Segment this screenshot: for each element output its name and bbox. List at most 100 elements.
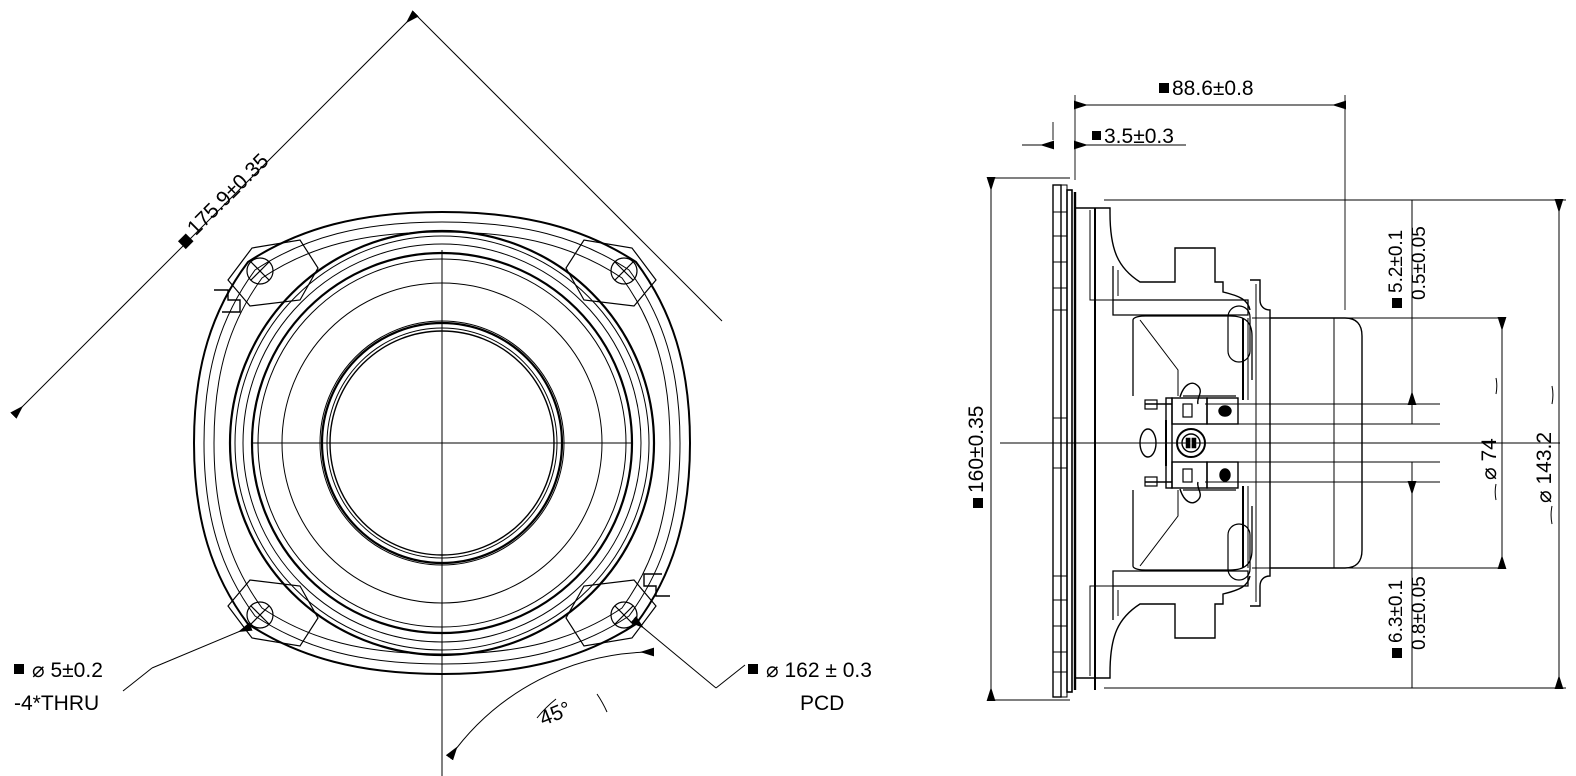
basket-lower-inner — [1089, 585, 1113, 676]
pole-boss-outer — [1176, 428, 1206, 458]
pcd-leader-line — [630, 615, 717, 689]
pcd-sublabel: PCD — [800, 692, 844, 715]
pcd-label: ⌀ 162 ± 0.3 — [766, 659, 872, 682]
mounting-hole-circle — [246, 601, 274, 629]
pcd-label-group: ⌀ 162 ± 0.3 PCD — [748, 659, 872, 715]
side-view: 88.6±0.8 3.5±0.3 160±0.35 5.2±0.1 — [965, 77, 1566, 701]
angle-dimension — [445, 647, 655, 761]
hole-cross-b — [614, 261, 634, 281]
mounting-boss-bottom-left — [227, 579, 319, 647]
mounting-hole-label-group: ⌀ 5±0.2 -4*THRU — [14, 659, 103, 715]
dim-square-marker — [1392, 298, 1402, 308]
gasket-outer-circle — [228, 229, 656, 657]
basket-diameter-dimension — [1550, 199, 1564, 689]
mounting-flange — [1052, 184, 1077, 698]
pole-piece-boss — [1176, 428, 1206, 458]
mounting-boss-bottom-right — [565, 573, 670, 647]
dustcap-circle — [329, 330, 555, 556]
cone-lower-wall — [1132, 506, 1253, 571]
upper-terminal-label: 5.2±0.1 — [1386, 230, 1407, 293]
gasket-inner-circle — [234, 235, 650, 651]
terminal-lower-pin — [1182, 468, 1193, 483]
paren-top — [1551, 385, 1554, 405]
lower-terminal-width-label-group: 0.8±0.05 — [1409, 576, 1430, 650]
dim-square-marker — [1159, 83, 1169, 93]
diagonal-dim-line-left — [10, 10, 419, 419]
basket-diameter-label-group: ⌀ 143.2 — [1533, 432, 1556, 503]
vent-slot-lower — [1227, 523, 1251, 581]
pole-boss-inner — [1181, 433, 1201, 453]
vent-hole — [1139, 428, 1157, 458]
cone-mid-circle — [319, 320, 565, 566]
hole-leader-line — [151, 622, 253, 669]
cone-upper-wall — [1132, 315, 1253, 380]
flange-notches — [1053, 211, 1067, 673]
surround-roll-circle — [250, 251, 634, 635]
flange-plate-inner — [1066, 189, 1073, 693]
lower-terminal-label: 6.3±0.1 — [1386, 580, 1407, 643]
basket-upper-profile — [1075, 207, 1251, 311]
terminal-upper-eyelet — [1218, 405, 1232, 417]
mounting-hole-label: ⌀ 5±0.2 — [32, 659, 103, 682]
vent-slot-upper — [1227, 305, 1251, 363]
upper-terminal-width-label-group: 0.5±0.05 — [1409, 226, 1430, 300]
lower-terminal-label-group: 6.3±0.1 — [1386, 580, 1407, 658]
diagonal-dimension-label: 175.9±0.35 — [183, 149, 273, 239]
cone-rings — [228, 229, 656, 657]
surround-outer-circle — [242, 243, 642, 643]
dim-square-marker — [14, 664, 24, 674]
mounting-hole-circle — [610, 257, 638, 285]
angle-label-bracket-right — [596, 693, 608, 713]
upper-terminal-label-group: 5.2±0.1 — [1386, 230, 1407, 308]
lower-terminal-width-label: 0.8±0.05 — [1409, 576, 1430, 650]
terminal-lower-lug — [1144, 476, 1158, 487]
mounting-hole-callout — [122, 622, 253, 692]
front-view: 175.9±0.35 ⌀ 5±0.2 -4*THRU ⌀ 162 ± 0.3 P… — [10, 10, 872, 776]
overall-height-label-group: 160±0.35 — [965, 406, 988, 508]
terminal-lower-body — [1171, 461, 1208, 489]
basket-body — [1075, 207, 1253, 690]
angle-label-bracket-left — [536, 698, 557, 719]
boss-plate — [565, 579, 657, 647]
terminal-lower-wire — [1179, 481, 1201, 504]
dim-square-marker — [1092, 131, 1101, 140]
dim-square-marker — [1392, 648, 1402, 658]
overall-depth-label: 88.6±0.8 — [1172, 77, 1254, 100]
dustcap-edge-circle — [326, 327, 558, 559]
diagonal-dimension-label-group: 175.9±0.35 — [177, 149, 273, 250]
magnet-outline — [1270, 317, 1363, 569]
hole-cross-b — [614, 605, 634, 625]
cone-upper-diag — [1139, 319, 1179, 396]
front-centerlines — [252, 250, 632, 776]
pcd-leader-shoulder — [715, 664, 746, 689]
basket-upper-rib — [1112, 266, 1249, 316]
flange-thickness-label: 3.5±0.3 — [1104, 125, 1174, 148]
diagonal-dim-line-right — [414, 13, 723, 322]
mounting-boss-top-right — [565, 239, 657, 307]
basket-body-lower — [1075, 486, 1253, 679]
basket-lower-profile — [1075, 575, 1251, 679]
basket-diameter-label: ⌀ 143.2 — [1533, 432, 1556, 503]
paren-top — [1495, 377, 1498, 395]
dim-square-marker — [748, 664, 758, 674]
overall-depth-label-group: 88.6±0.8 — [1159, 77, 1254, 100]
boss-plate — [565, 239, 657, 307]
mounting-hole-thru-label: -4*THRU — [14, 692, 99, 715]
boss-plate — [227, 579, 319, 647]
terminal-upper-wire — [1179, 382, 1201, 405]
dim-square-marker — [973, 498, 983, 508]
pcd-callout — [630, 615, 746, 689]
cone-outer-circle — [281, 282, 603, 604]
paren-bottom — [1550, 505, 1553, 525]
angle-arc — [445, 647, 655, 761]
flange-thickness-label-group: 3.5±0.3 — [1092, 125, 1174, 148]
terminal-upper-body — [1171, 397, 1208, 425]
cone-lower-diag — [1139, 490, 1179, 567]
terminal-lower-eyelet — [1219, 468, 1231, 482]
magnet-assembly — [1269, 317, 1363, 569]
dustcap-outer-circle — [320, 321, 564, 565]
terminal-upper — [1144, 382, 1239, 425]
surround-inner-circle — [257, 258, 627, 628]
